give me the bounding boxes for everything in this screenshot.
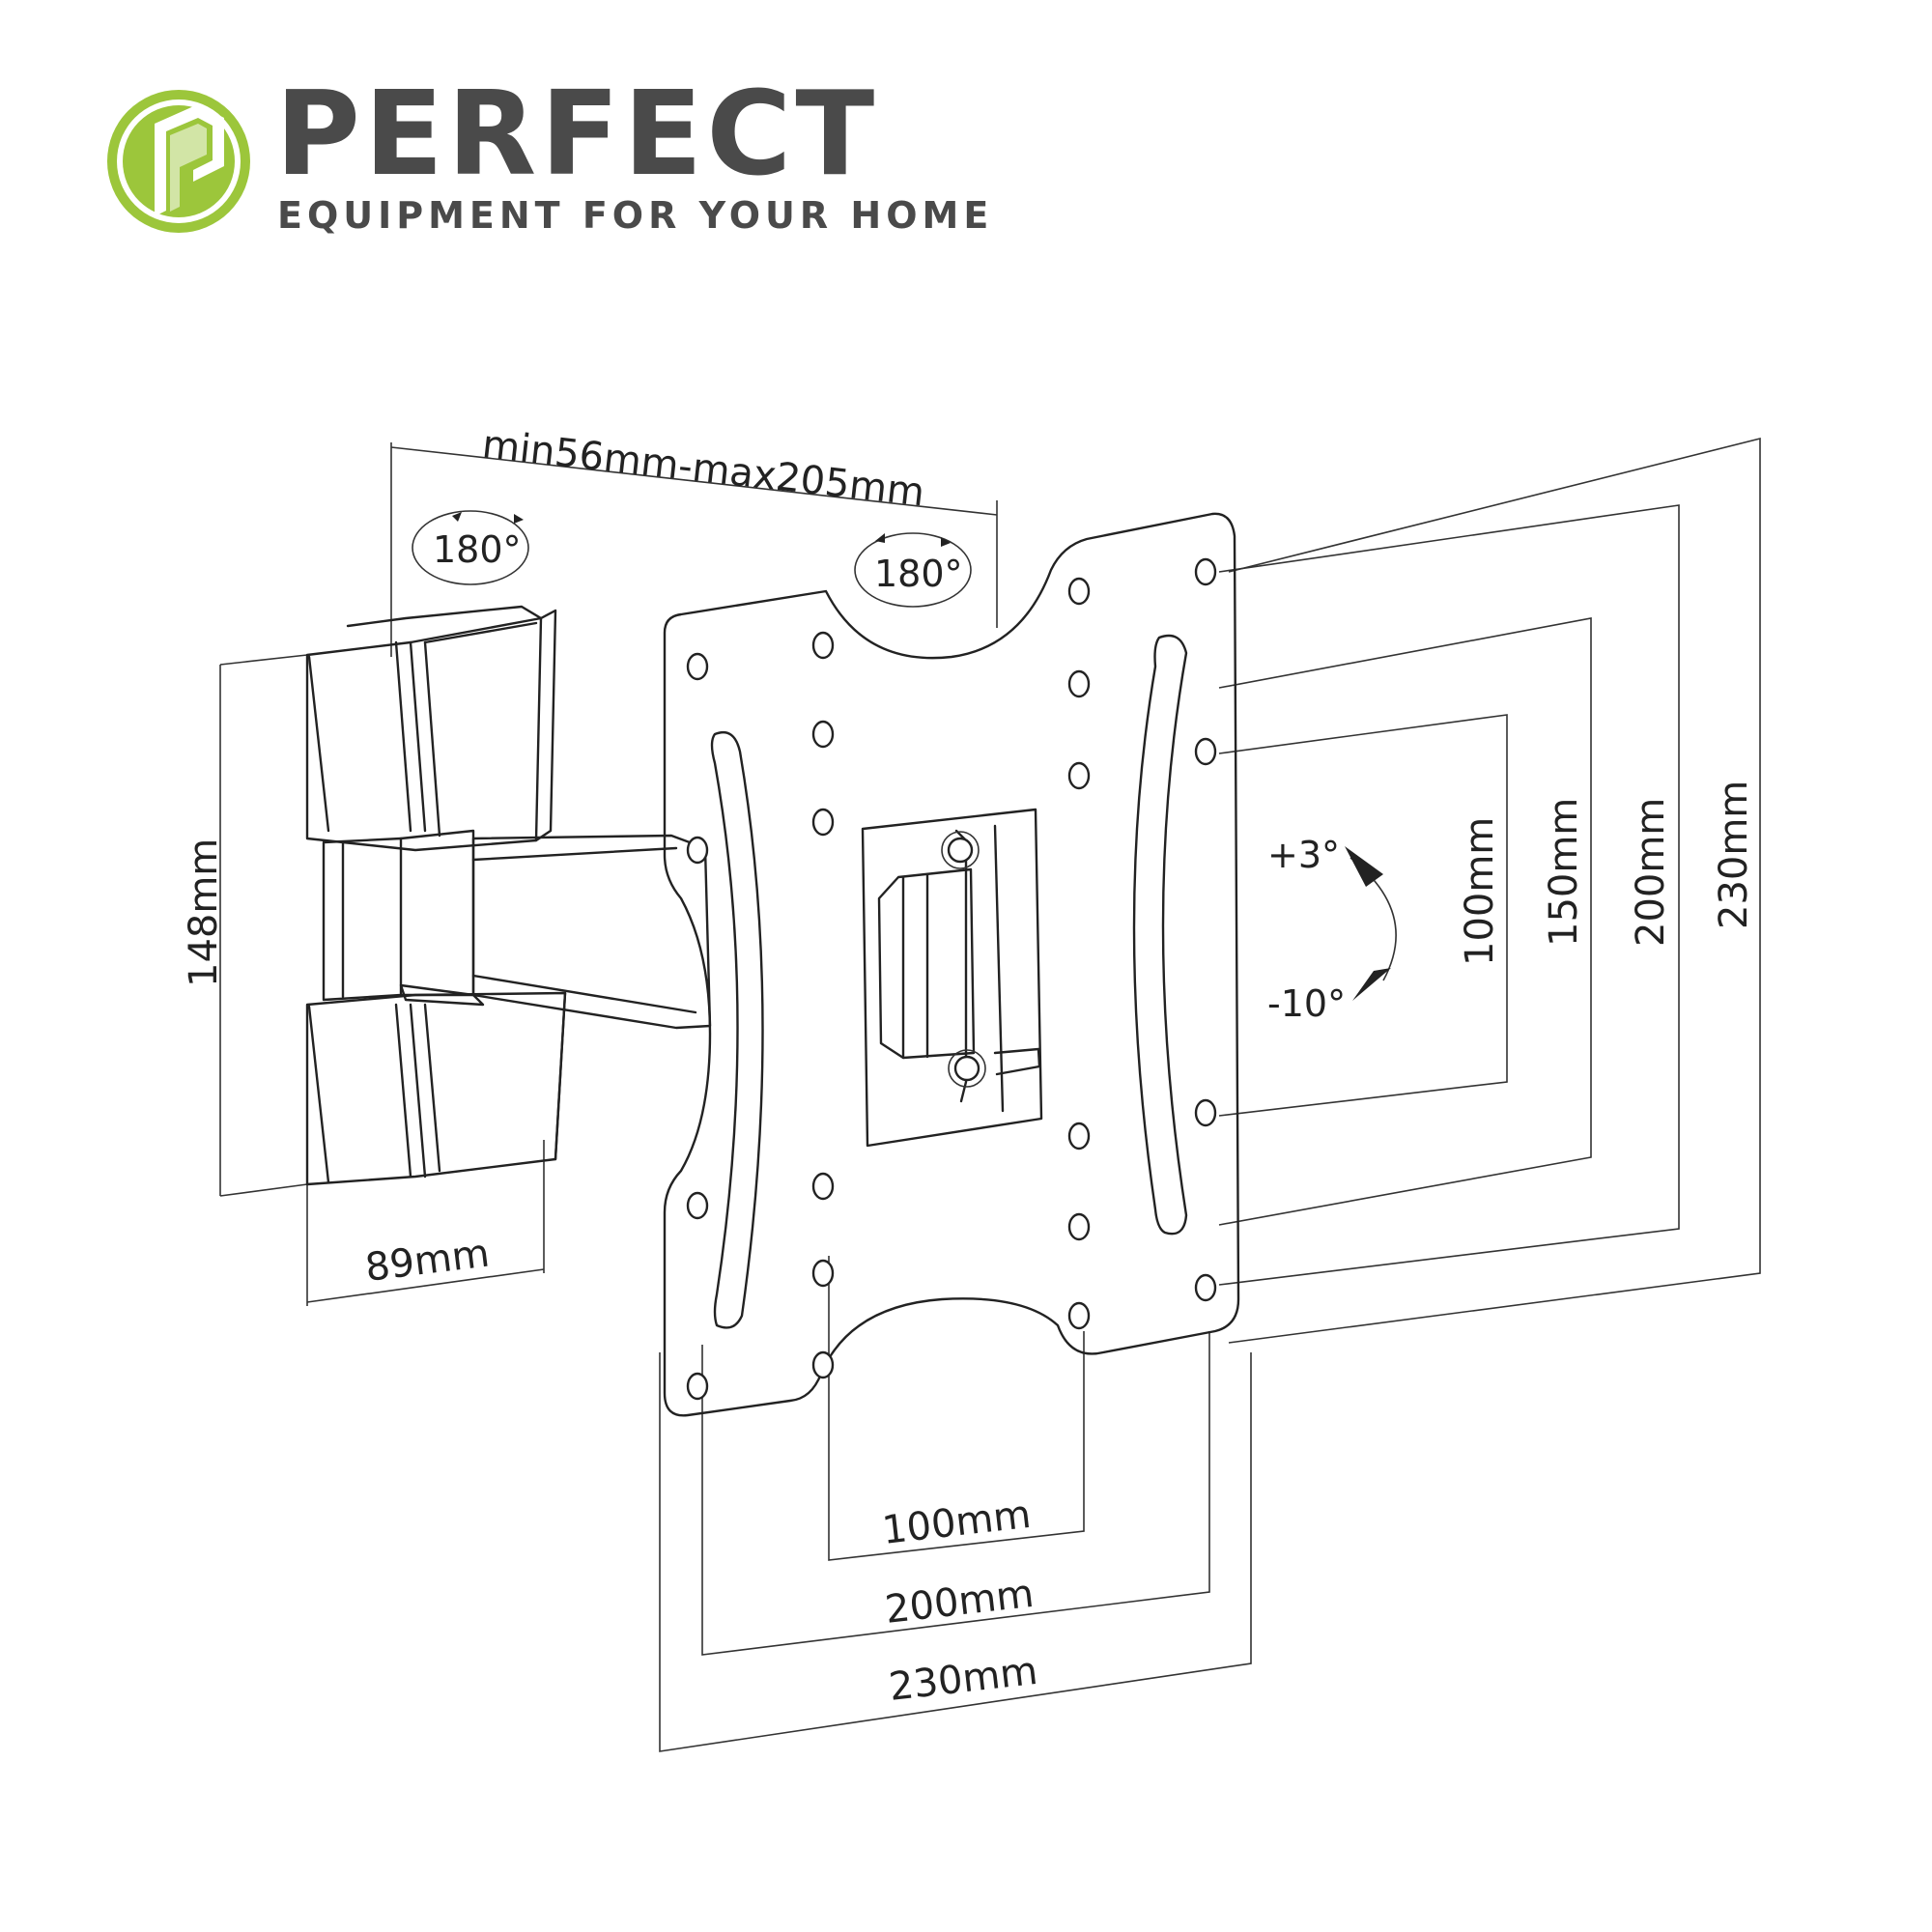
articulating-arm bbox=[399, 834, 712, 1030]
wall-plate-width-label: 89mm bbox=[363, 1232, 492, 1291]
swivel-left-symbol: 180° bbox=[412, 510, 529, 585]
brand-tagline: EQUIPMENT FOR YOUR HOME bbox=[277, 194, 993, 237]
tilt-up-label: +3° bbox=[1267, 834, 1340, 876]
vesa-h-230-label: 230mm bbox=[887, 1649, 1039, 1710]
mounting-holes bbox=[686, 557, 1217, 1401]
vesa-h-100-label: 100mm bbox=[880, 1492, 1033, 1553]
swivel-right-symbol: 180° bbox=[854, 532, 972, 608]
tilt-symbol: +3° -10° bbox=[1267, 834, 1397, 1025]
vesa-plate bbox=[663, 512, 1240, 1417]
swivel-right-label: 180° bbox=[874, 553, 963, 595]
wall-plate-height-label: 148mm bbox=[182, 838, 226, 987]
vesa-v-150-label: 150mm bbox=[1542, 798, 1586, 947]
arm-extension-label: min56mm-max205mm bbox=[480, 422, 926, 515]
tilt-down-label: -10° bbox=[1267, 982, 1346, 1025]
vesa-h-200-label: 200mm bbox=[883, 1572, 1036, 1633]
swivel-left-label: 180° bbox=[433, 528, 522, 571]
dimension-lines bbox=[219, 437, 1761, 1752]
brand-logo: PERFECT EQUIPMENT FOR YOUR HOME bbox=[107, 68, 993, 237]
wall-bracket bbox=[305, 605, 567, 1186]
vesa-v-100-label: 100mm bbox=[1458, 817, 1502, 966]
vesa-v-200-label: 200mm bbox=[1629, 798, 1673, 947]
brand-name: PERFECT bbox=[275, 68, 878, 202]
vesa-v-230-label: 230mm bbox=[1712, 781, 1756, 929]
p-cube-logo-icon bbox=[107, 90, 250, 233]
